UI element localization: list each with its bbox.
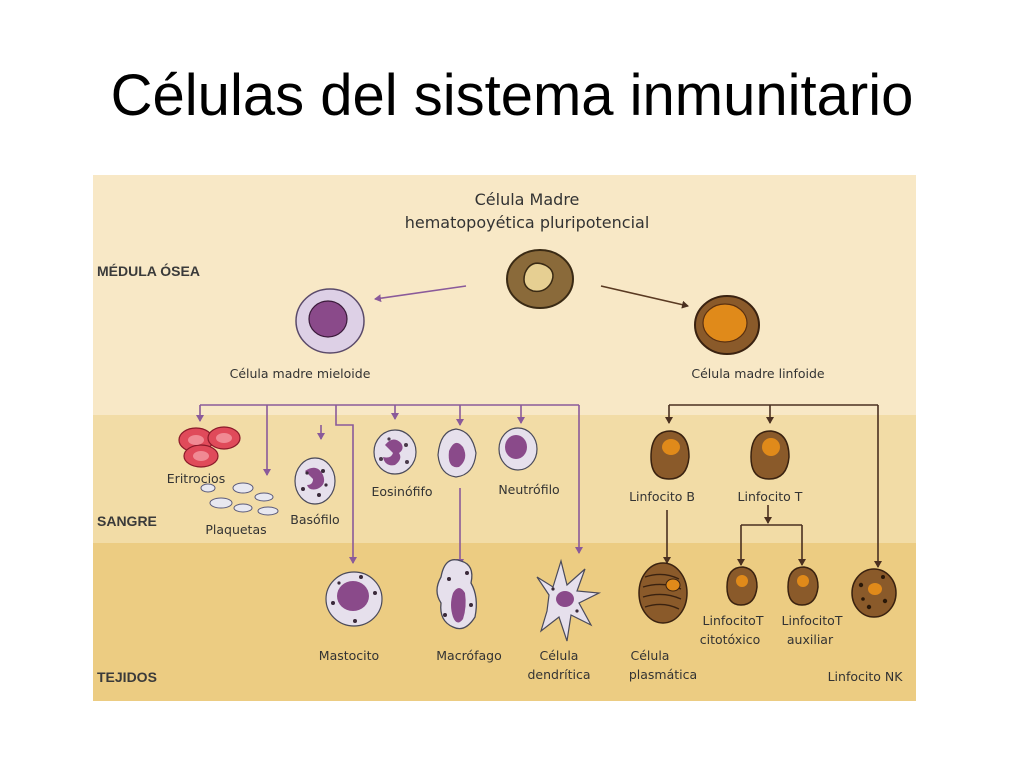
arrow-to-myeloid <box>374 285 467 303</box>
plasma-cell-label-line2: plasmática <box>629 667 697 682</box>
erythrocytes-label: Eritrocios <box>167 471 225 486</box>
nk-cell-icon <box>851 568 897 618</box>
mast-cell-icon <box>325 571 383 627</box>
dendritic-cell-label-line1: Célula <box>540 648 579 663</box>
myeloid-stem-cell-label: Célula madre mieloide <box>230 366 371 381</box>
eosinophil-label: Eosinófifo <box>371 484 432 499</box>
neutrophil-label: Neutrófilo <box>498 482 559 497</box>
t-lymphocyte-label: Linfocito T <box>738 489 803 504</box>
b-lymphocyte-icon <box>650 430 690 480</box>
helper-t-icon <box>787 566 819 606</box>
arrow-to-lymphoid <box>600 285 689 309</box>
lymphoid-stem-cell-icon <box>694 295 760 355</box>
lymphoid-branches <box>663 404 882 568</box>
basophil-icon <box>294 457 336 505</box>
zone-label-bone-marrow: MÉDULA ÓSEA <box>97 262 200 279</box>
helper-t-label-line2: auxiliar <box>787 632 834 647</box>
tissues-zone <box>93 543 916 701</box>
zone-label-tissues: TEJIDOS <box>97 669 157 685</box>
myeloid-stem-cell-icon <box>295 288 365 354</box>
stem-cell-label-line1: Célula Madre <box>475 190 580 209</box>
neutrophil-icon <box>437 428 477 478</box>
cytotoxic-t-icon <box>726 566 758 606</box>
dendritic-cell-icon <box>536 558 602 642</box>
b-lymphocyte-label: Linfocito B <box>629 489 695 504</box>
nk-cell-label: Linfocito NK <box>828 669 904 684</box>
platelets-icon <box>200 482 279 516</box>
lymphoid-stem-cell-label: Célula madre linfoide <box>691 366 825 381</box>
immune-cells-diagram: MÉDULA ÓSEA SANGRE TEJIDOS Célula Madre … <box>93 175 916 701</box>
stem-cell-icon <box>506 249 574 309</box>
cytotoxic-t-label-line2: citotóxico <box>700 632 760 647</box>
dendritic-cell-label-line2: dendrítica <box>527 667 590 682</box>
macrophage-label: Macrófago <box>436 648 501 663</box>
erythrocytes-icon <box>178 426 241 468</box>
t-lymphocyte-icon <box>750 430 790 480</box>
macrophage-icon <box>436 559 477 630</box>
platelets-label: Plaquetas <box>205 522 266 537</box>
helper-t-label-line1: LinfocitoT <box>782 613 843 628</box>
mast-cell-label: Mastocito <box>319 648 379 663</box>
stem-cell-label-line2: hematopoyética pluripotencial <box>405 213 650 232</box>
cytotoxic-t-label-line1: LinfocitoT <box>703 613 764 628</box>
plasma-cell-icon <box>638 562 688 624</box>
myeloid-branches <box>196 404 583 566</box>
zone-label-blood: SANGRE <box>97 513 157 529</box>
plasma-cell-label-line1: Célula <box>631 648 670 663</box>
bone-marrow-zone <box>93 175 916 415</box>
eosinophil-icon <box>373 429 417 475</box>
basophil-label: Basófilo <box>290 512 339 527</box>
neutrophil-round-icon <box>498 427 538 471</box>
slide-title: Células del sistema inmunitario <box>110 63 914 128</box>
